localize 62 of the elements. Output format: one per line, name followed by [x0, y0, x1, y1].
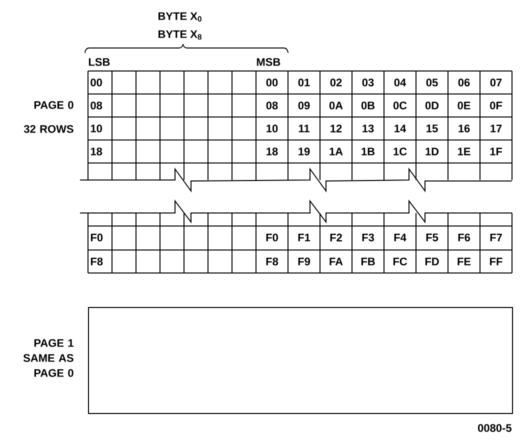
byte-address: 0F [490, 102, 502, 110]
byte-address: 08 [90, 102, 102, 110]
byte-address: 0B [361, 102, 375, 110]
row-label: PAGE 0 32 ROWS [24, 101, 74, 133]
byte-address: 00 [90, 78, 102, 86]
byte-address: 0E [458, 102, 470, 110]
byte-address: 06 [458, 78, 470, 86]
byte-address: F0 [90, 234, 103, 242]
byte-address: 19 [298, 148, 310, 156]
byte-address: 1B [362, 148, 375, 156]
byte-address: 0C [393, 102, 407, 110]
byte-address: F6 [458, 234, 470, 242]
byte-address: FD [425, 258, 439, 266]
memory-page-box [88, 307, 513, 414]
byte-address: 1A [330, 148, 343, 156]
byte-address: 05 [426, 78, 438, 86]
bit-order-label: LSB [88, 58, 110, 66]
byte-address: 18 [266, 148, 278, 156]
byte-address: 1E [458, 148, 470, 156]
byte-address: 1D [426, 148, 439, 156]
byte-address: 11 [298, 124, 310, 132]
byte-address: 09 [298, 102, 310, 110]
byte-address: 16 [458, 124, 470, 132]
byte-address: F3 [362, 234, 374, 242]
figure-number: 0080-5 [478, 424, 512, 432]
byte-address: F1 [298, 234, 310, 242]
byte-address: 18 [90, 148, 102, 156]
byte-address: F2 [330, 234, 342, 242]
byte-address: 12 [330, 124, 342, 132]
byte-address: 1F [490, 148, 502, 156]
byte-address: 13 [362, 124, 374, 132]
byte-address: 02 [330, 78, 342, 86]
byte-address: 1C [394, 148, 407, 156]
byte-address: 14 [394, 124, 406, 132]
byte-address: 0A [329, 102, 343, 110]
byte-address: F5 [426, 234, 438, 242]
bit-order-label: MSB [256, 58, 280, 66]
byte-address: 0D [425, 102, 439, 110]
column-heading: BYTE X$_{8}$ [158, 30, 202, 40]
byte-address: FA [330, 258, 343, 266]
byte-address: FF [490, 258, 502, 266]
byte-address: F4 [394, 234, 406, 242]
byte-address: FB [361, 258, 375, 266]
byte-address: F0 [266, 234, 278, 242]
byte-address: 04 [394, 78, 406, 86]
byte-address: 07 [490, 78, 502, 86]
byte-address: 10 [90, 124, 102, 132]
byte-address: FC [393, 258, 408, 266]
column-heading: BYTE X$_{0}$ [158, 12, 202, 22]
byte-address: 15 [426, 124, 438, 132]
byte-address: 17 [490, 124, 502, 132]
row-label: PAGE 1 SAME AS PAGE 0 [23, 339, 74, 377]
byte-address: 03 [362, 78, 374, 86]
byte-address: FE [458, 258, 471, 266]
byte-address: 08 [266, 102, 278, 110]
byte-address: F8 [266, 258, 278, 266]
byte-address: F9 [298, 258, 310, 266]
byte-address: 00 [266, 78, 278, 86]
byte-address: 10 [266, 124, 278, 132]
byte-address: F8 [90, 258, 103, 266]
byte-address: F7 [490, 234, 502, 242]
byte-address: 01 [298, 78, 310, 86]
